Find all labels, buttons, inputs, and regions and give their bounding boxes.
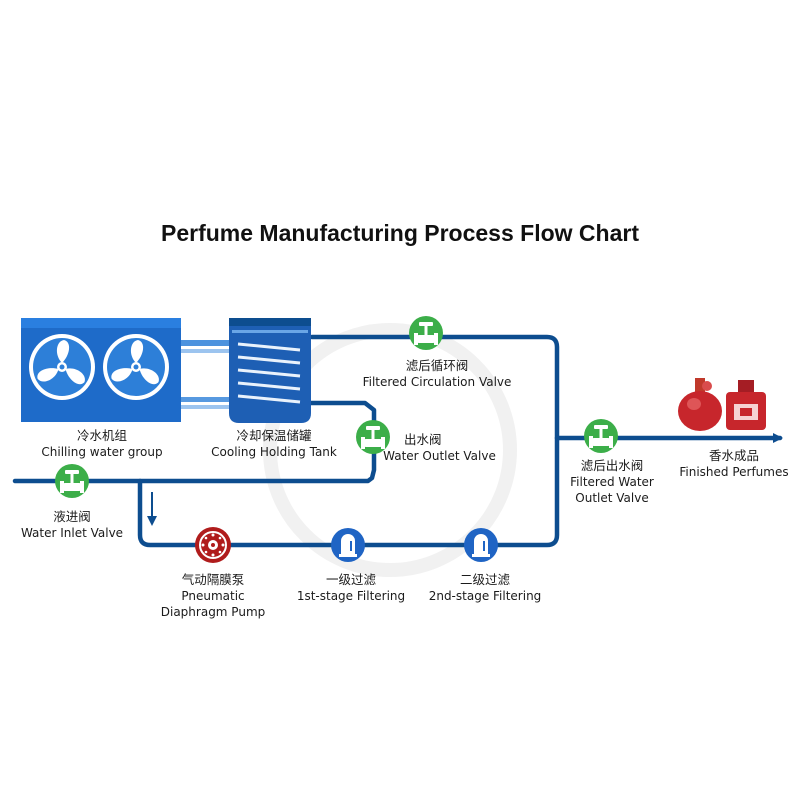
label-filter-stage-2: 二级过滤 2nd-stage Filtering	[428, 572, 542, 603]
filter-icon-stage-1	[331, 528, 365, 562]
filtered-circulation-valve-icon	[409, 316, 443, 350]
label-filter-stage-1: 一级过滤 1st-stage Filtering	[296, 572, 406, 603]
filtered-water-outlet-valve-icon	[584, 419, 618, 453]
filter-icon-stage-2	[464, 528, 498, 562]
pump-icon	[195, 527, 231, 563]
chiller-tank-connections	[180, 340, 230, 409]
chiller-unit	[21, 318, 181, 422]
flow-down-arrow	[147, 492, 157, 526]
label-water-outlet-valve: 出水阀 Water Outlet Valve	[383, 432, 496, 463]
tank-coil-icon	[237, 342, 301, 404]
pipe-inlet-line	[12, 400, 377, 484]
label-cooling-holding-tank: 冷却保温储罐 Cooling Holding Tank	[211, 428, 337, 459]
water-inlet-valve-icon	[55, 464, 89, 498]
background-watermark	[263, 323, 517, 577]
label-filtered-circulation-valve: 滤后循环阀 Filtered Circulation Valve	[362, 358, 512, 389]
label-pneumatic-pump: 气动隔膜泵 Pneumatic Diaphragm Pump	[160, 572, 266, 619]
fan-icon-left	[29, 334, 95, 400]
fan-icon-right	[103, 334, 169, 400]
perfume-bottles-icon	[678, 378, 766, 431]
label-filtered-water-outlet-valve: 滤后出水阀 Filtered Water Outlet Valve	[570, 458, 654, 505]
page-title: Perfume Manufacturing Process Flow Chart	[161, 220, 639, 246]
holding-tank	[229, 318, 311, 423]
label-finished-perfumes: 香水成品 Finished Perfumes	[679, 448, 789, 479]
label-chilling-water-group: 冷水机组 Chilling water group	[41, 428, 163, 459]
pipe-circulation-loop	[137, 334, 560, 548]
label-water-inlet-valve: 液进阀 Water Inlet Valve	[20, 509, 124, 540]
